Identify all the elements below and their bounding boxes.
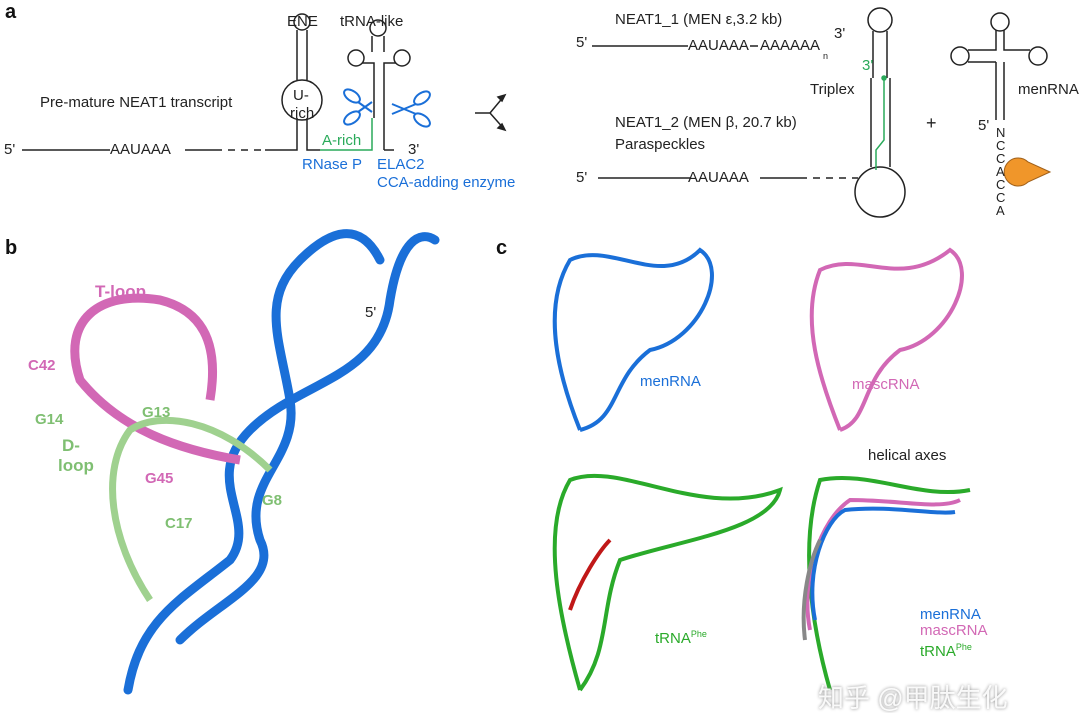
watermark: 知乎 @甲肽生化 <box>818 683 1008 713</box>
trna-like-label: tRNA-like <box>340 13 404 30</box>
triplex-structure <box>854 7 906 218</box>
c42-label: C42 <box>28 357 56 374</box>
trna-phe-model-label: tRNAPhe <box>655 629 707 647</box>
polya-subscript: n <box>823 51 829 61</box>
nucleotide: A <box>996 203 1005 218</box>
three-prime-label: 3' <box>834 25 846 42</box>
phe-superscript: Phe <box>690 629 707 639</box>
d-loop-label-1: D- <box>62 436 80 455</box>
legend-item-trna-phe: tRNAPhe <box>920 639 988 660</box>
plus-sign: + <box>926 113 937 133</box>
five-prime-label: 5' <box>576 169 588 186</box>
nucleotide: C <box>996 177 1006 192</box>
five-prime-label: 5' <box>978 117 990 134</box>
trna-phe-red-segment <box>568 538 612 611</box>
legend-item-mascrna: mascRNA <box>920 622 988 639</box>
aauaaa-label: AAUAAA <box>688 37 749 54</box>
u-rich-label-2: rich <box>290 105 315 122</box>
mascrna-model <box>809 247 964 432</box>
helical-axes-label: helical axes <box>868 447 947 464</box>
t-loop-label: T-loop <box>95 282 146 301</box>
menrna-model-label: menRNA <box>640 373 701 390</box>
rnase-p-label: RNase P <box>302 156 363 173</box>
g14-label: G14 <box>35 411 64 428</box>
c17-label: C17 <box>165 515 193 532</box>
legend-item-menrna: menRNA <box>920 606 981 623</box>
d-loop-model <box>109 416 273 602</box>
trna-backbone-model <box>123 229 440 695</box>
u-rich-label-1: U- <box>293 87 309 104</box>
a-rich-strand <box>320 118 373 151</box>
split-arrow-icon <box>475 93 507 132</box>
scissors-icon <box>391 90 431 128</box>
pacman-icon <box>1003 157 1052 187</box>
nucleotide: C <box>996 138 1006 153</box>
superposition-model <box>801 475 971 691</box>
panel-label-b: b <box>5 237 18 259</box>
menrna-label: menRNA <box>1018 81 1079 98</box>
d-loop-label-2: loop <box>58 456 94 475</box>
elac2-label: ELAC2 <box>377 156 425 173</box>
trna-like-structure <box>347 19 411 151</box>
phe-superscript: Phe <box>955 642 972 652</box>
three-prime-green-label: 3' <box>862 57 874 74</box>
panel-label-c: c <box>496 237 508 259</box>
premature-transcript-line <box>22 13 323 151</box>
menrna-structure <box>950 12 1048 120</box>
g8-label: G8 <box>262 492 283 509</box>
legend: menRNA mascRNA tRNAPhe <box>920 607 988 660</box>
menrna-model <box>552 247 714 432</box>
aauaaa-label: AAUAAA <box>688 169 749 186</box>
premature-transcript-label: Pre-mature NEAT1 transcript <box>40 94 233 111</box>
g13-label: G13 <box>142 404 171 421</box>
panel-label-a: a <box>5 1 17 23</box>
five-prime-label: 5' <box>4 141 16 158</box>
nucleotide: A <box>996 164 1005 179</box>
nucleotide: C <box>996 190 1006 205</box>
cca-enzyme-label: CCA-adding enzyme <box>377 174 516 191</box>
legend-trna-text: tRNA <box>920 643 956 660</box>
polya-label: AAAAAA <box>760 37 821 54</box>
a-rich-label: A-rich <box>322 132 362 149</box>
t-loop-model <box>70 293 241 465</box>
scissors-icon <box>343 88 373 126</box>
triplex-label: Triplex <box>810 81 855 98</box>
neat1-1-label: NEAT1_1 (MEN ε,3.2 kb) <box>615 11 783 28</box>
trna-text: tRNA <box>655 630 691 647</box>
five-prime-label: 5' <box>365 304 377 321</box>
g45-label: G45 <box>145 470 174 487</box>
trna-phe-model <box>552 473 783 692</box>
ene-label: ENE <box>287 13 318 30</box>
aauaaa-label: AAUAAA <box>110 141 171 158</box>
five-prime-label: 5' <box>576 34 588 51</box>
nucleotide: C <box>996 151 1006 166</box>
three-prime-label: 3' <box>408 141 420 158</box>
neat1-2-label: NEAT1_2 (MEN β, 20.7 kb) <box>615 114 797 131</box>
mascrna-model-label: mascRNA <box>852 376 920 393</box>
nucleotide: N <box>996 125 1006 140</box>
paraspeckles-label: Paraspeckles <box>615 136 706 153</box>
